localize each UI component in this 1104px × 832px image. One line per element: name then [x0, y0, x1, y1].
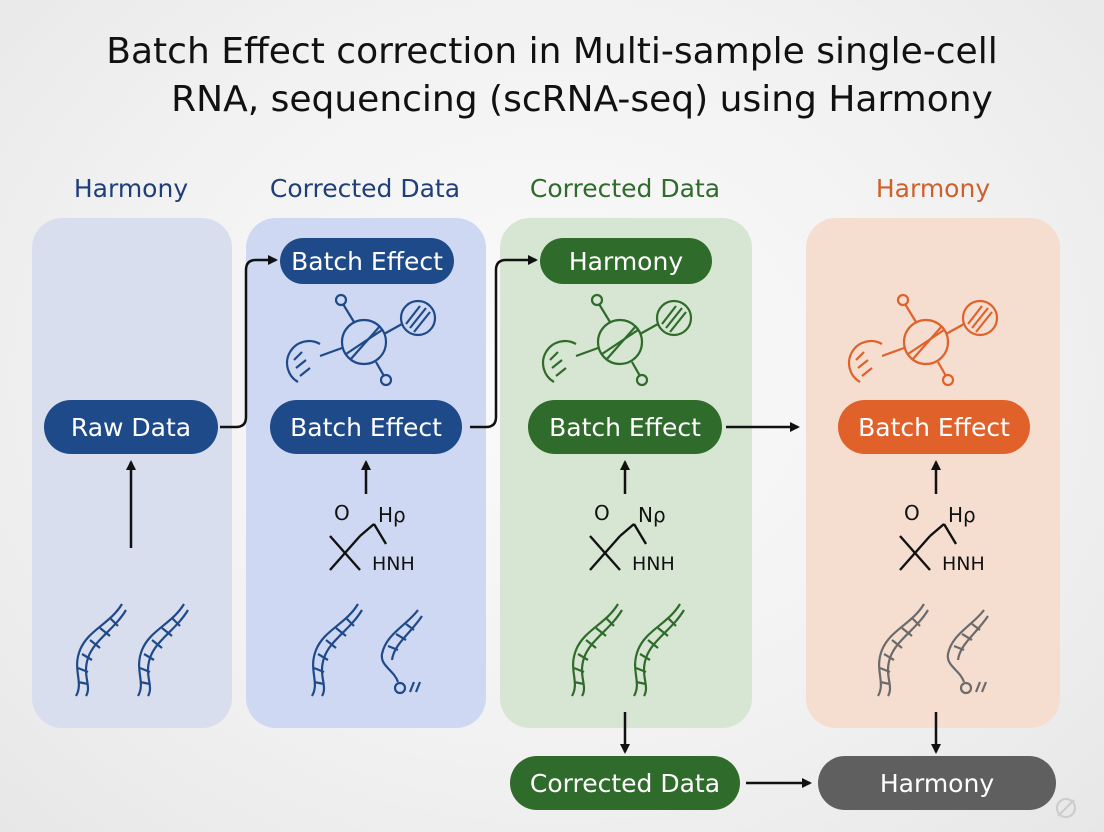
chem-bottom-blue: HNH [372, 553, 415, 575]
node-harmony-green: Harmony [540, 238, 712, 284]
node-batch-effect-orange: Batch Effect [838, 400, 1030, 454]
node-batch-effect-green: Batch Effect [528, 400, 722, 454]
column-label-2: Corrected Data [269, 174, 461, 203]
node-corrected-data-bottom: Corrected Data [510, 756, 740, 810]
chem-o-orange: O [904, 501, 920, 525]
column-label-3: Corrected Data [529, 174, 721, 203]
network-icon-green [541, 293, 693, 387]
chemical-structure-blue: O Hρ HNH [329, 501, 415, 575]
chem-o-blue: O [334, 501, 350, 525]
column-label-4: Harmony [875, 174, 991, 203]
sparkle-watermark-icon [1056, 798, 1076, 818]
title-line-2: RNA, sequencing (scRNA-seq) using Harmon… [171, 79, 993, 120]
dna-icon-col2 [311, 603, 423, 697]
node-batch-effect-blue: Batch Effect [270, 400, 462, 454]
chem-bottom-orange: HNH [942, 553, 985, 575]
dna-icon-col1 [75, 603, 189, 697]
diagram-title: Batch Effect correction in Multi-sample … [40, 28, 1064, 124]
node-raw-data: Raw Data [44, 400, 218, 454]
network-icon-orange [847, 293, 999, 387]
column-label-1: Harmony [73, 174, 189, 203]
network-icon-blue [285, 293, 437, 387]
node-batch-effect-top: Batch Effect [280, 238, 454, 284]
dna-icon-col4 [877, 603, 989, 697]
dna-icon-col3 [571, 603, 685, 697]
node-harmony-bottom: Harmony [818, 756, 1056, 810]
title-line-1: Batch Effect correction in Multi-sample … [106, 31, 998, 72]
chem-bottom-green: HNH [632, 553, 675, 575]
chem-top-orange: Hρ [948, 503, 976, 527]
chem-top-green: Nρ [638, 503, 666, 527]
chemical-structure-green: O Nρ HNH [589, 501, 675, 575]
panel-harmony [806, 218, 1060, 728]
chemical-structure-orange: O Hρ HNH [899, 501, 985, 575]
chem-top-blue: Hρ [378, 503, 406, 527]
chem-o-green: O [594, 501, 610, 525]
